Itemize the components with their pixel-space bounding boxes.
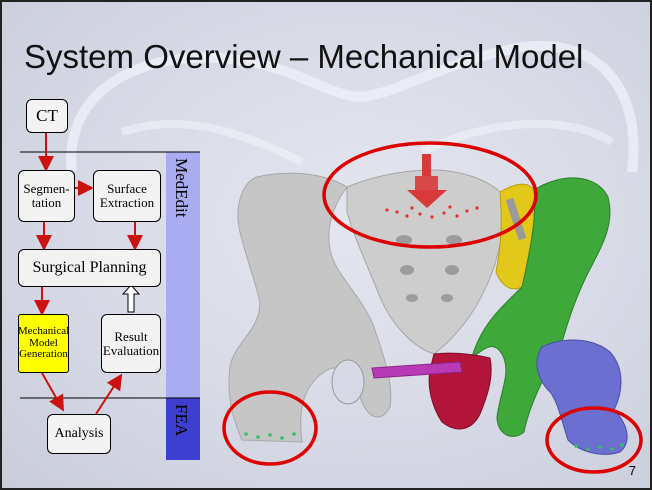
right-femur (537, 340, 627, 454)
left-obturator-foramen (332, 360, 364, 404)
page-number: 7 (629, 463, 636, 478)
